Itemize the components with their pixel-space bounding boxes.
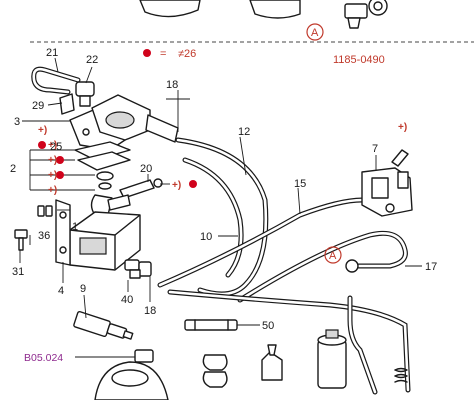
- callout-18-lower: 18: [144, 305, 156, 317]
- callout-36: 36: [38, 230, 50, 242]
- legend-note: ≠26: [178, 48, 196, 60]
- marker-a-lower: A: [324, 246, 342, 264]
- callout-17: 17: [425, 261, 437, 273]
- part-36-clips: [37, 205, 53, 217]
- marker-a-top: A: [306, 23, 324, 41]
- plus-mark-4: +): [48, 170, 57, 181]
- spring-hose: [394, 367, 408, 383]
- plus-mark-6: +): [172, 180, 181, 191]
- part-2-gasket-stack: [74, 141, 131, 190]
- legend-equals: =: [160, 48, 166, 60]
- callout-12: 12: [238, 126, 250, 138]
- bottom-clamps: [202, 344, 283, 388]
- hose-lines: [157, 137, 411, 395]
- part-31-bolt: [14, 229, 28, 251]
- part-50-sleeve: [184, 319, 238, 331]
- part-7-valve: [361, 149, 413, 217]
- part-3-cover: [69, 94, 179, 154]
- callout-4: 4: [58, 285, 64, 297]
- part-21-pipe: [31, 66, 81, 95]
- callout-31: 31: [12, 266, 24, 278]
- red-markers: [38, 141, 197, 188]
- callout-9: 9: [80, 283, 86, 295]
- part-17-end-fitting: [345, 259, 359, 273]
- plus-mark-5: +): [48, 185, 57, 196]
- svg-text:A: A: [329, 250, 337, 262]
- bottom-tank: [94, 349, 169, 400]
- callout-21: 21: [46, 47, 58, 59]
- part-20-nipple: [119, 178, 163, 199]
- callout-3: 3: [14, 116, 20, 128]
- callout-22: 22: [86, 54, 98, 66]
- marker-a-label: A: [311, 27, 319, 39]
- callout-2: 2: [10, 163, 16, 175]
- leader-lines: [19, 57, 422, 358]
- callout-50: 50: [262, 320, 274, 332]
- callout-20: 20: [140, 163, 152, 175]
- callout-15: 15: [294, 178, 306, 190]
- callout-25: 25: [50, 141, 62, 153]
- callout-7: 7: [372, 143, 378, 155]
- callout-10: 10: [200, 231, 212, 243]
- injector-elbow: [90, 194, 131, 216]
- plus-mark-1: +): [38, 125, 47, 136]
- part-22-fitting: [75, 81, 95, 107]
- callout-29: 29: [32, 100, 44, 112]
- callout-40: 40: [121, 294, 133, 306]
- reference-note: B05.024: [24, 352, 63, 364]
- part-29-bracket: [59, 93, 75, 115]
- callout-18-upper: 18: [166, 79, 178, 91]
- part-40-union: [124, 259, 152, 279]
- fuel-filter: [317, 329, 347, 389]
- legend: = ≠26: [143, 48, 196, 60]
- top-bracket-part: [139, 0, 301, 19]
- part-1-housing: [55, 199, 141, 271]
- top-banjo-fitting: [344, 0, 388, 29]
- plus-mark-7: +): [398, 122, 407, 133]
- part-9-sensor: [73, 310, 134, 340]
- reference-code: 1185-0490: [333, 54, 385, 66]
- plus-mark-2: +): [48, 140, 57, 151]
- plus-mark-3: +): [48, 155, 57, 166]
- callout-1: 1: [72, 221, 78, 233]
